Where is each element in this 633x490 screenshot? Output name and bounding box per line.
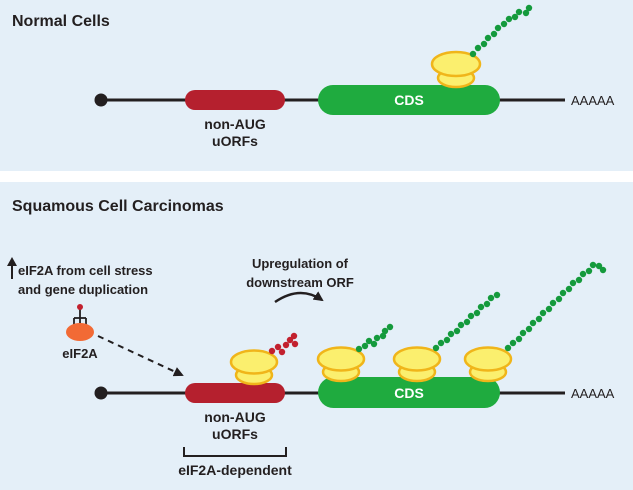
panel-title: Normal Cells xyxy=(12,13,110,30)
dashed-arrow-icon xyxy=(97,335,184,377)
ribosome-icon xyxy=(463,346,513,383)
cds-segment xyxy=(318,85,500,115)
curved-arrow-icon xyxy=(274,291,324,304)
eif2a-label: eIF2A xyxy=(62,346,98,361)
uorf-segment xyxy=(185,383,285,403)
peptide-chain-icon xyxy=(469,4,533,58)
panel-background xyxy=(0,0,633,171)
peptide-chain-icon xyxy=(432,291,501,352)
stress-label-line-2: and gene duplication xyxy=(18,282,148,297)
bracket-icon xyxy=(183,447,287,457)
panel-carcinoma: Squamous Cell Carcinomas eIF2A from cell… xyxy=(0,182,633,490)
peptide-chain-icon xyxy=(268,332,299,356)
ribosome-icon xyxy=(392,346,442,383)
ribosome-icon xyxy=(316,346,366,383)
upregulation-label-line-2: downstream ORF xyxy=(246,275,354,290)
cds-label: CDS xyxy=(394,385,424,401)
uorf-segment xyxy=(185,90,285,110)
uorf-label-line-1: non-AUG xyxy=(204,116,266,132)
uorf-label-line-2: uORFs xyxy=(212,133,258,149)
stress-label-line-1: eIF2A from cell stress xyxy=(18,263,153,278)
upregulation-label-line-1: Upregulation of xyxy=(252,256,349,271)
up-arrow-icon xyxy=(7,257,17,279)
cds-segment xyxy=(318,377,500,408)
peptide-chain-icon xyxy=(504,261,607,352)
ribosome-icon xyxy=(229,349,279,386)
peptide-chain-icon xyxy=(355,323,394,353)
panel-title: Squamous Cell Carcinomas xyxy=(12,198,224,215)
cds-label: CDS xyxy=(394,92,424,108)
polya-tail-label: AAAAA xyxy=(571,386,615,401)
uorf-label-line-1: non-AUG xyxy=(204,409,266,425)
eif2a-factor-icon xyxy=(66,304,94,341)
ribosome-icon xyxy=(430,50,482,89)
eif2a-dependent-label: eIF2A-dependent xyxy=(178,462,292,478)
polya-tail-label: AAAAA xyxy=(571,93,615,108)
uorf-label-line-2: uORFs xyxy=(212,426,258,442)
panel-background xyxy=(0,182,633,490)
panel-normal-cells: Normal Cells CDS AAAAA non-AUG uORFs xyxy=(0,0,633,171)
